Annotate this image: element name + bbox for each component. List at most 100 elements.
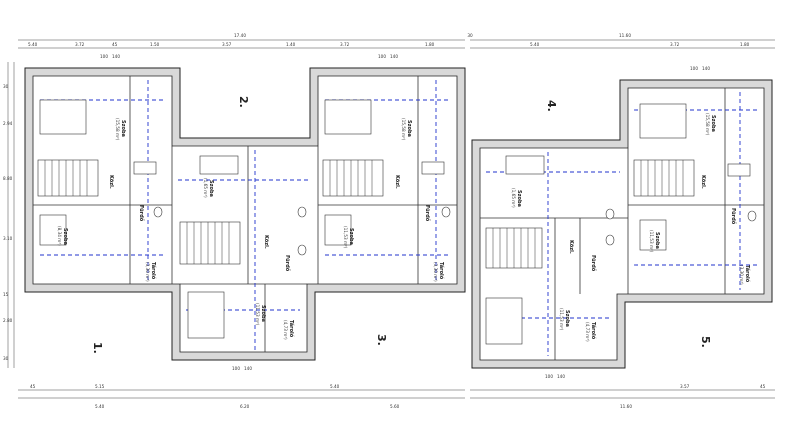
dim-left-4: 15 xyxy=(3,292,9,297)
dim-bot-3: 140 xyxy=(244,366,252,371)
label-szoba-3b: Szoba xyxy=(348,228,354,245)
label-szoba-1b: Szoba xyxy=(62,228,68,245)
bed-unit1-a xyxy=(39,99,87,135)
dim-left-0: 30 xyxy=(3,84,9,89)
dim-top-9: 1.40 xyxy=(286,42,296,47)
dim-top-1: 3.72 xyxy=(75,42,85,47)
unit-number-3: 3. xyxy=(375,334,388,346)
dim-left-5: 2.80 xyxy=(3,318,13,323)
toilet-unit5 xyxy=(747,210,757,222)
stairs-unit3 xyxy=(322,159,384,197)
area-2c: (4,73 m²) xyxy=(283,320,288,340)
toilet-unit4 xyxy=(605,208,615,220)
dim-bot-2: 100 xyxy=(232,366,240,371)
dim-top-15: 1.80 xyxy=(425,42,435,47)
bathtub-unit1 xyxy=(133,161,157,175)
dim-top-17: 5.40 xyxy=(530,42,540,47)
dim-left-2: 8.80 xyxy=(3,176,13,181)
area-5a: (15,58 m²) xyxy=(705,113,710,136)
label-tarolo-1: Tároló xyxy=(150,262,157,280)
dim-top-13b: 100 xyxy=(690,66,698,71)
dim-top-7: 3.57 xyxy=(222,42,232,47)
area-1c: (3,30 m²) xyxy=(145,262,150,282)
dim-bot-total-0: 5.40 xyxy=(95,404,105,409)
sink-unit4 xyxy=(605,234,615,246)
dim-top-12: 3.72 xyxy=(340,42,350,47)
label-szoba-2a: Szoba xyxy=(208,180,214,197)
dim-left-6: 30 xyxy=(3,356,9,361)
label-kozl-1: Közl. xyxy=(108,175,114,189)
bathtub-unit5 xyxy=(727,163,751,177)
label-furdo-5: Fürdő xyxy=(730,208,736,225)
toilet-unit2 xyxy=(297,206,307,218)
dim-bot-16: 45 xyxy=(760,384,766,389)
dim-bot-1: 5.15 xyxy=(95,384,105,389)
dim-bot-total-2: 5.60 xyxy=(390,404,400,409)
bed-unit5-a xyxy=(639,103,687,139)
bed-unit2-a xyxy=(199,155,239,175)
label-tarolo-5: Tároló xyxy=(744,265,751,283)
area-5b: (11,53 m²) xyxy=(649,230,654,253)
area-5c: (3,30 m²) xyxy=(739,265,744,285)
dim-left-3: 3.10 xyxy=(3,236,13,241)
dim-top-total-2: 30 xyxy=(467,33,473,38)
label-kozl-4: Közl. xyxy=(568,240,574,254)
area-3a: (15,58 m²) xyxy=(401,118,406,141)
bed-unit5-b xyxy=(639,219,667,251)
area-2b: (11,53 m²) xyxy=(255,303,260,326)
building-left xyxy=(24,67,466,361)
top-dimensions: 17.40 30 11.60 5.40 3.72 45 1.50 3.57 1.… xyxy=(18,33,775,71)
unit-number-4: 4. xyxy=(545,100,558,112)
label-tarolo-4: Tároló xyxy=(590,322,597,340)
dim-bot-15: 3.57 xyxy=(680,384,690,389)
dim-top-14b: 140 xyxy=(702,66,710,71)
room-labels-left: Szoba (15,58 m²) Szoba (8,34 m²) Közl. F… xyxy=(57,118,445,340)
dim-bot-6: 5.40 xyxy=(330,384,340,389)
dim-top-total-1: 17.40 xyxy=(234,33,246,38)
dim-bot-9: 100 xyxy=(545,374,553,379)
dim-bot-total-1: 6.20 xyxy=(240,404,250,409)
bottom-dimensions: 45 5.15 100 140 5.40 3.57 45 100 140 5.4… xyxy=(18,366,775,409)
toilet-unit1 xyxy=(153,206,163,218)
bed-unit2-b xyxy=(187,291,225,339)
label-szoba-5a: Szoba xyxy=(710,115,716,132)
sink-unit2 xyxy=(297,244,307,256)
stairs-unit2 xyxy=(179,221,241,265)
area-4b: (11,53 m²) xyxy=(559,308,564,331)
label-szoba-4a: Szoba xyxy=(516,190,522,207)
dim-bot-10: 140 xyxy=(557,374,565,379)
area-1b: (8,34 m²) xyxy=(57,226,62,246)
dim-left-1: 2.94 xyxy=(3,121,13,126)
dim-top-14: 140 xyxy=(390,54,398,59)
dim-top-13: 100 xyxy=(378,54,386,59)
bed-unit3-a xyxy=(324,99,372,135)
label-kozl-5: Közl. xyxy=(700,175,706,189)
area-1a: (15,58 m²) xyxy=(115,118,120,141)
label-furdo-3: Fürdő xyxy=(424,205,430,222)
label-szoba-4b: Szoba xyxy=(564,310,570,327)
bed-unit1-b xyxy=(39,214,67,246)
label-tarolo-3: Tároló xyxy=(438,262,445,280)
dim-top-5: 1.50 xyxy=(150,42,160,47)
area-4c: (4,73 m²) xyxy=(585,322,590,342)
area-3c: (3,30 m²) xyxy=(433,262,438,282)
stairs-unit4 xyxy=(485,227,543,269)
bathtub-unit3 xyxy=(421,161,445,175)
area-4a: (1,65 m²) xyxy=(511,188,516,208)
label-furdo-4: Fürdő xyxy=(590,255,596,272)
dim-top-3: 100 xyxy=(100,54,108,59)
left-dimensions: 30 2.94 8.80 3.10 15 2.80 30 xyxy=(3,62,15,368)
bed-unit4-b xyxy=(485,297,523,345)
dim-bot-0: 45 xyxy=(30,384,36,389)
dim-top-total-3: 11.60 xyxy=(619,33,631,38)
unit-number-1: 1. xyxy=(91,342,104,354)
unit-number-5: 5. xyxy=(699,336,712,348)
dim-top-0: 5.40 xyxy=(28,42,38,47)
label-szoba-2b: Szoba xyxy=(260,305,266,322)
bed-unit3-b xyxy=(324,214,352,246)
bed-unit4-a xyxy=(505,155,545,175)
area-3b: (11,53 m²) xyxy=(343,226,348,249)
area-2a: (1,65 m²) xyxy=(203,178,208,198)
label-szoba-5b: Szoba xyxy=(654,232,660,249)
